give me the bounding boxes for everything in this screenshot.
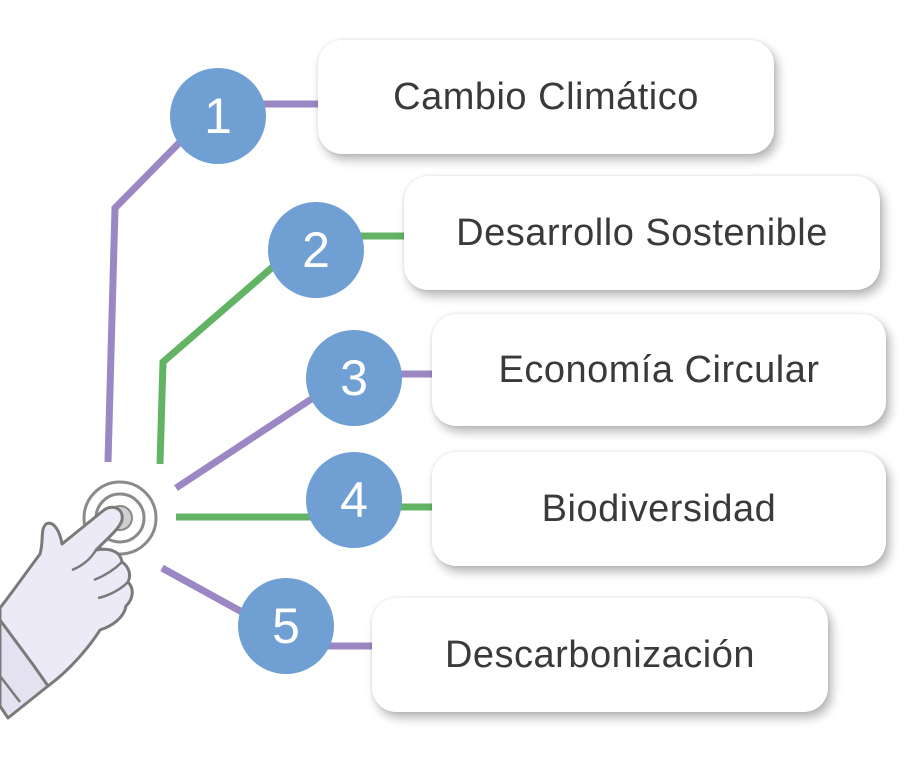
topic-label-4: Biodiversidad [541,487,777,530]
number-node-5: 5 [238,578,334,674]
topic-card-3: Economía Circular [432,314,886,426]
topic-label-2: Desarrollo Sostenible [456,211,828,254]
number-3: 3 [340,350,368,406]
connector-1 [104,137,185,463]
number-5: 5 [272,598,300,654]
number-node-3: 3 [306,330,402,426]
number-4: 4 [340,472,368,528]
topic-card-1: Cambio Climático [318,40,774,154]
connector-3 [174,393,318,491]
topic-label-1: Cambio Climático [393,75,699,118]
topic-label-5: Descarbonización [444,633,756,676]
number-node-1: 1 [170,68,266,164]
connector-2 [156,262,278,465]
topic-card-4: Biodiversidad [432,452,886,566]
topic-label-3: Economía Circular [498,348,820,391]
number-node-4: 4 [306,452,402,548]
hand-touch-icon [0,480,158,720]
number-1: 1 [204,88,232,144]
topic-card-2: Desarrollo Sostenible [404,176,880,290]
topic-card-5: Descarbonización [372,598,828,712]
number-node-2: 2 [268,202,364,298]
connector-5 [160,564,244,616]
number-2: 2 [302,222,330,278]
